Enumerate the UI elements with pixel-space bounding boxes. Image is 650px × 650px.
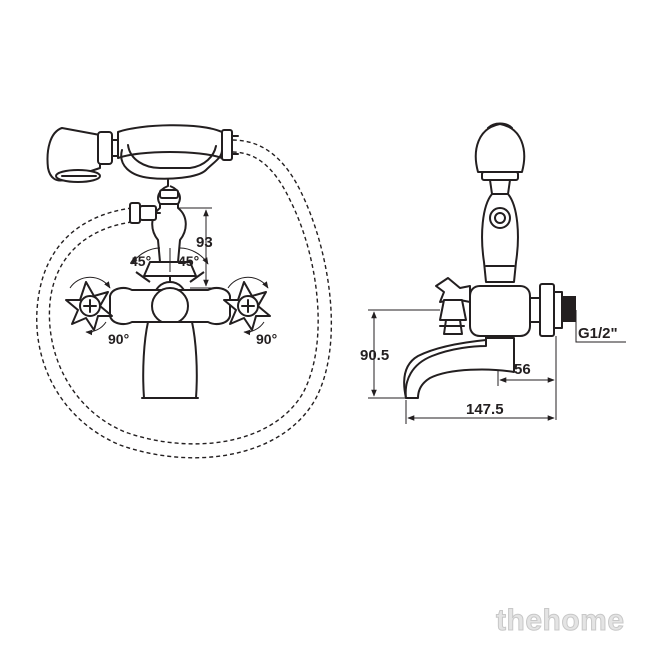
dimension-56 bbox=[497, 336, 557, 420]
front-view: 93 45° 45° 90° 90° bbox=[36, 124, 333, 459]
dimension-90-5 bbox=[368, 309, 440, 399]
right-cross-handle bbox=[223, 281, 271, 331]
label-height-93: 93 bbox=[196, 234, 213, 251]
side-valve-body bbox=[469, 283, 576, 337]
valve-body bbox=[109, 287, 231, 325]
side-cradle bbox=[474, 122, 526, 195]
central-column bbox=[151, 178, 187, 263]
label-spout-147-5: 147.5 bbox=[466, 401, 504, 418]
left-cross-handle bbox=[65, 281, 113, 331]
label-rotation-right: 90° bbox=[256, 331, 277, 347]
spout-base bbox=[141, 321, 199, 399]
label-thread: G1/2" bbox=[578, 325, 618, 342]
thread-leader bbox=[575, 310, 626, 343]
label-angle-right: 45° bbox=[178, 253, 199, 269]
shower-head bbox=[46, 127, 119, 183]
label-spout-56: 56 bbox=[514, 361, 531, 378]
dimension-147-5 bbox=[405, 400, 555, 424]
shower-cradle bbox=[117, 124, 239, 180]
watermark-text: thehome bbox=[496, 604, 625, 637]
side-handle bbox=[435, 277, 471, 335]
side-column bbox=[481, 193, 519, 283]
label-angle-left: 45° bbox=[130, 253, 151, 269]
side-spout bbox=[403, 336, 515, 399]
label-rotation-left: 90° bbox=[108, 331, 129, 347]
hose-connector bbox=[129, 202, 161, 224]
thread-connector bbox=[562, 296, 576, 322]
dimension-93 bbox=[178, 207, 212, 289]
side-view: 90.5 56 147.5 G1/2" bbox=[360, 122, 626, 424]
shower-hose bbox=[36, 139, 333, 459]
label-height-90-5: 90.5 bbox=[360, 347, 389, 364]
